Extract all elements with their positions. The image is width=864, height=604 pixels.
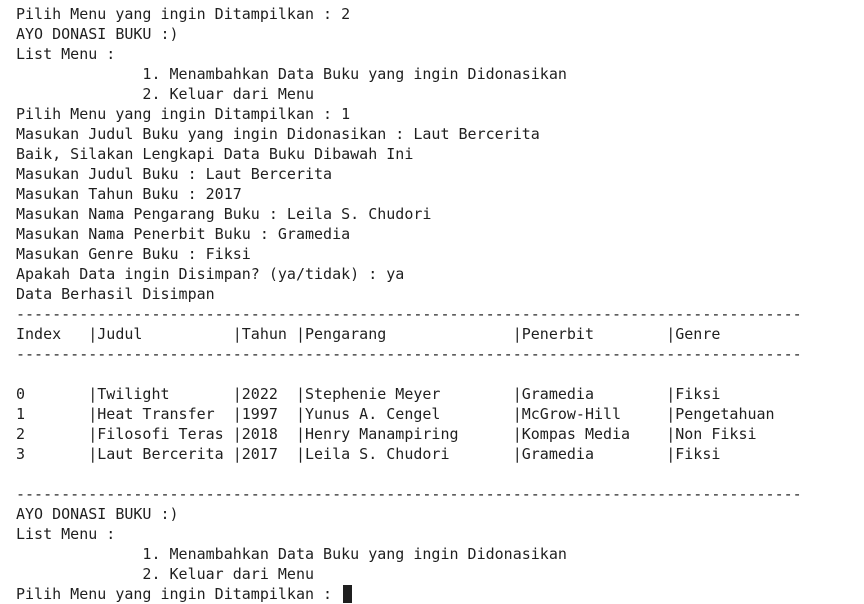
- input-prompt: Pilih Menu yang ingin Ditampilkan :: [16, 585, 342, 603]
- output-line: Pilih Menu yang ingin Ditampilkan : 2: [16, 5, 351, 23]
- output-line: Masukan Tahun Buku : 2017: [16, 185, 242, 203]
- output-line: List Menu :: [16, 525, 116, 543]
- blank-line: [16, 364, 856, 384]
- menu-option-line: 1. Menambahkan Data Buku yang ingin Dido…: [16, 65, 567, 83]
- table-row: 2 |Filosofi Teras |2018 |Henry Manampiri…: [16, 425, 757, 443]
- menu-option-line: 2. Keluar dari Menu: [16, 85, 315, 103]
- table-row: 0 |Twilight |2022 |Stephenie Meyer |Gram…: [16, 385, 721, 403]
- output-line: Data Berhasil Disimpan: [16, 285, 215, 303]
- output-line: Baik, Silakan Lengkapi Data Buku Dibawah…: [16, 145, 414, 163]
- menu-option-line: 2. Keluar dari Menu: [16, 565, 315, 583]
- table-header-row: Index |Judul |Tahun |Pengarang |Penerbit…: [16, 325, 721, 343]
- menu-option-line: 1. Menambahkan Data Buku yang ingin Dido…: [16, 545, 567, 563]
- output-line: Masukan Genre Buku : Fiksi: [16, 245, 251, 263]
- blank-line: [16, 464, 856, 484]
- terminal-output: Pilih Menu yang ingin Ditampilkan : 2 AY…: [16, 4, 856, 604]
- output-line: Pilih Menu yang ingin Ditampilkan : 1: [16, 105, 351, 123]
- output-line: Apakah Data ingin Disimpan? (ya/tidak) :…: [16, 265, 405, 283]
- output-line: Masukan Nama Penerbit Buku : Gramedia: [16, 225, 351, 243]
- table-separator: ----------------------------------------…: [16, 485, 802, 503]
- output-line: Masukan Judul Buku yang ingin Didonasika…: [16, 125, 540, 143]
- text-cursor[interactable]: [343, 585, 353, 603]
- input-prompt-line[interactable]: Pilih Menu yang ingin Ditampilkan :: [16, 584, 856, 604]
- table-row: 1 |Heat Transfer |1997 |Yunus A. Cengel …: [16, 405, 775, 423]
- table-row: 3 |Laut Bercerita |2017 |Leila S. Chudor…: [16, 445, 721, 463]
- output-line: List Menu :: [16, 45, 116, 63]
- output-line: Masukan Nama Pengarang Buku : Leila S. C…: [16, 205, 432, 223]
- output-line: AYO DONASI BUKU :): [16, 505, 179, 523]
- table-separator: ----------------------------------------…: [16, 305, 802, 323]
- table-separator: ----------------------------------------…: [16, 345, 802, 363]
- output-line: Masukan Judul Buku : Laut Bercerita: [16, 165, 333, 183]
- output-line: AYO DONASI BUKU :): [16, 25, 179, 43]
